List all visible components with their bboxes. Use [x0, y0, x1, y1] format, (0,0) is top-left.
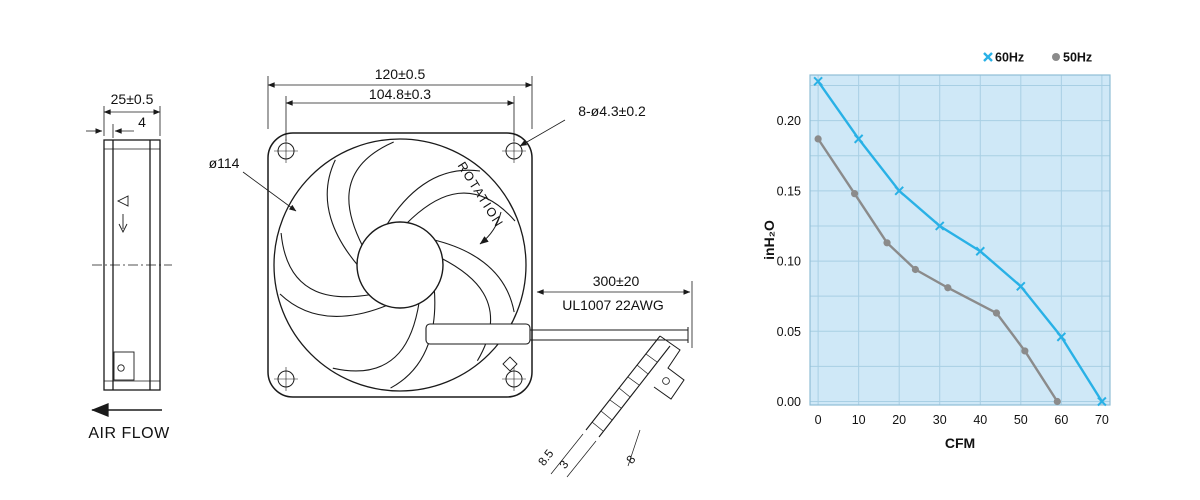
- motor-boss: [113, 351, 135, 381]
- legend-circle-marker: [1052, 53, 1060, 61]
- lead-wire: [425, 323, 689, 345]
- mounting-holes: [274, 139, 526, 391]
- hole-pitch-label: 104.8±0.3: [369, 86, 431, 102]
- x-tick-label: 50: [1014, 413, 1028, 427]
- x-marker: [1056, 332, 1067, 342]
- rotation-direction-mark: [118, 214, 128, 234]
- x-tick-label: 60: [1054, 413, 1068, 427]
- x-tick-label: 20: [892, 413, 906, 427]
- circle-marker: [944, 284, 952, 292]
- circle-marker: [814, 135, 822, 143]
- x-marker: [813, 76, 823, 87]
- x-marker: [894, 186, 904, 196]
- venturi-circle: [273, 138, 527, 392]
- diameter-callout-leader: [242, 171, 297, 212]
- circle-marker: [1021, 347, 1029, 355]
- hub-circle: [356, 221, 444, 309]
- legend-label-60Hz: 60Hz: [995, 51, 1024, 65]
- legend-label-50Hz: 50Hz: [1063, 51, 1092, 65]
- terminal-detail: [550, 335, 685, 478]
- y-tick-label: 0.20: [777, 114, 801, 128]
- impeller-diameter-label: ø114: [209, 155, 240, 171]
- detail-dim-8: 8: [623, 452, 638, 466]
- x-tick-label: 70: [1095, 413, 1109, 427]
- fan-side-view: [92, 139, 172, 391]
- x-marker: [975, 246, 985, 256]
- section-hatching: [591, 353, 658, 432]
- legend-x-marker: [983, 52, 993, 62]
- lead-wire-dimension-lines: [536, 281, 693, 348]
- y-axis-label: inH₂O: [761, 220, 777, 260]
- circle-marker: [992, 309, 1001, 317]
- circle-marker: [850, 190, 859, 198]
- series-line-50Hz: [816, 137, 1059, 403]
- detail-dim-3: 3: [556, 457, 571, 471]
- frame-mark: [502, 356, 518, 372]
- y-tick-label: 0.15: [777, 184, 801, 198]
- detail-dim-85: 8.5: [535, 446, 557, 468]
- y-tick-label: 0.00: [777, 395, 801, 409]
- detail-leader-lines: [550, 429, 641, 478]
- rotation-arrow: [479, 211, 502, 245]
- circle-marker: [1053, 397, 1061, 406]
- hole-callout-leader: [519, 119, 566, 147]
- y-tick-label: 0.05: [777, 325, 801, 339]
- series-line-60Hz: [816, 80, 1104, 403]
- x-tick-label: 40: [973, 413, 987, 427]
- x-marker: [935, 221, 945, 231]
- x-marker: [1097, 396, 1107, 407]
- x-tick-label: 10: [852, 413, 866, 427]
- x-tick-label: 0: [815, 413, 822, 427]
- frame-width-label: 120±0.5: [375, 66, 426, 82]
- x-tick-label: 30: [933, 413, 947, 427]
- side-view-dimension-lines: [86, 106, 161, 138]
- plot-border: [809, 74, 1111, 406]
- x-axis-label: CFM: [945, 435, 975, 451]
- air-flow-label: AIR FLOW: [88, 425, 170, 442]
- x-marker: [1016, 281, 1026, 292]
- circle-marker: [911, 265, 920, 274]
- front-view-dimension-lines: [267, 76, 533, 141]
- lead-length-label: 300±20: [593, 273, 640, 289]
- flange-dimension-label: 4: [138, 114, 146, 130]
- depth-dimension-label: 25±0.5: [111, 91, 154, 107]
- lead-wire-spec-label: UL1007 22AWG: [562, 297, 663, 313]
- y-tick-label: 0.10: [777, 255, 801, 269]
- circle-marker: [883, 239, 891, 247]
- airflow-direction-mark: [116, 195, 129, 207]
- fan-front-view: [267, 132, 533, 398]
- fan-dimension-drawing: 25±0.5 4 AIR FLOW: [86, 66, 693, 478]
- hole-callout-label: 8-ø4.3±0.2: [578, 103, 646, 119]
- x-marker: [853, 134, 864, 144]
